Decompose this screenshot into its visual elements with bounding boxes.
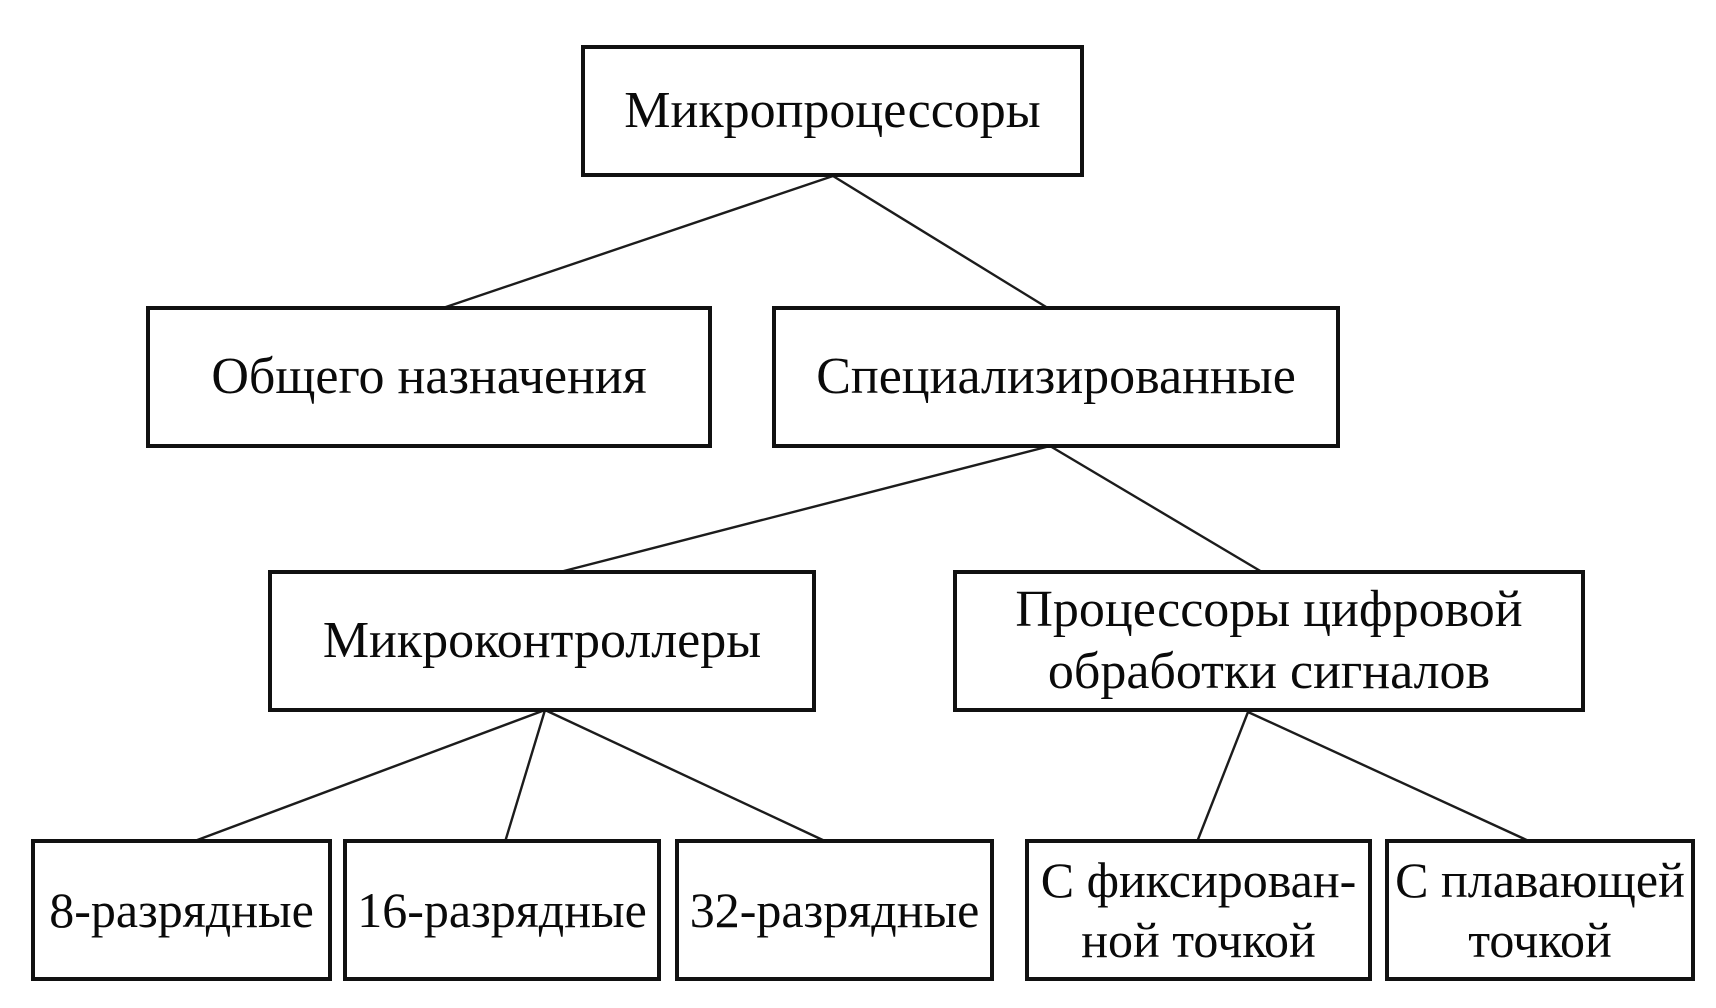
node-fixed-point: С фиксирован- ной точкой: [1025, 839, 1372, 981]
edge-root-general: [436, 174, 834, 312]
edge-dsp-floating-point: [1247, 710, 1532, 844]
node-floating-point-label-line1: С плавающей: [1395, 852, 1685, 908]
edge-mcu-bit8: [191, 708, 546, 844]
node-8bit: 8-разрядные: [31, 839, 332, 981]
node-floating-point-label-line2: точкой: [1468, 912, 1612, 968]
node-dsp-label-line1: Процессоры цифровой: [1015, 581, 1523, 638]
node-fixed-point-label-line1: С фиксирован-: [1040, 852, 1357, 908]
node-8bit-label: 8-разрядные: [49, 882, 314, 938]
node-16bit: 16-разрядные: [343, 839, 661, 981]
node-general-purpose-label: Общего назначения: [211, 348, 647, 405]
edge-root-specialized: [832, 174, 1052, 312]
edge-dsp-fixed-point: [1195, 711, 1250, 843]
node-microcontrollers: Микроконтроллеры: [268, 570, 816, 712]
node-general-purpose: Общего назначения: [146, 306, 712, 448]
edge-mcu-bit16: [503, 709, 547, 843]
node-16bit-label: 16-разрядные: [357, 882, 647, 938]
node-specialized: Специализированные: [772, 306, 1340, 448]
node-dsp-label-line2: обработки сигналов: [1047, 643, 1491, 700]
edge-specialized-dsp: [1049, 444, 1263, 574]
node-32bit-label: 32-разрядные: [689, 882, 980, 938]
node-microprocessors: Микропроцессоры: [581, 45, 1084, 177]
node-fixed-point-label-line2: ной точкой: [1081, 912, 1316, 968]
edge-mcu-bit32: [544, 708, 828, 844]
node-microprocessors-label: Микропроцессоры: [624, 82, 1041, 139]
node-microcontrollers-label: Микроконтроллеры: [322, 612, 762, 669]
node-specialized-label: Специализированные: [816, 348, 1296, 405]
node-32bit: 32-разрядные: [675, 839, 994, 981]
node-dsp: Процессоры цифровой обработки сигналов: [953, 570, 1585, 712]
edge-specialized-mcu: [559, 444, 1051, 574]
node-floating-point: С плавающей точкой: [1385, 839, 1695, 981]
